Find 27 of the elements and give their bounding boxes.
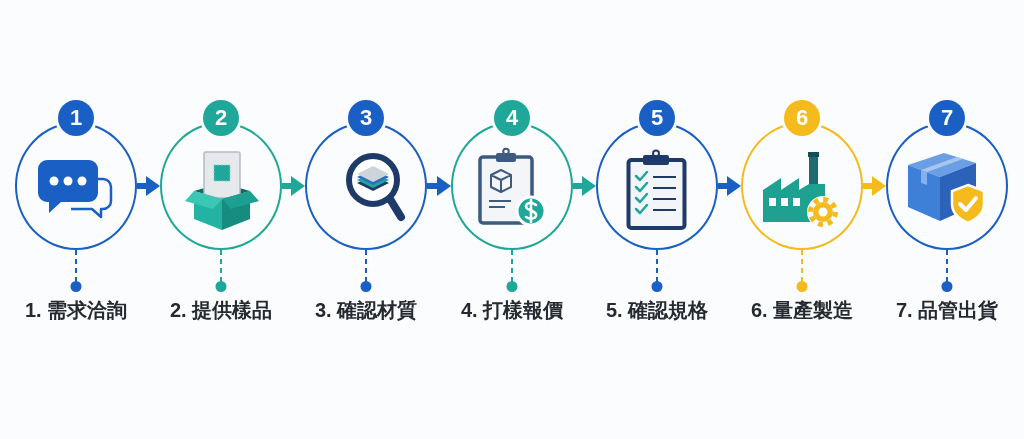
number-badge: 6 <box>784 100 820 136</box>
step-label: 3. 確認材質 <box>314 292 418 328</box>
arrow <box>427 176 451 196</box>
step-label: 5. 確認規格 <box>605 292 709 328</box>
number-badge: 4 <box>494 100 530 136</box>
leader-line <box>70 249 82 293</box>
leader-line <box>506 249 518 293</box>
step-label: 6. 量產製造 <box>750 292 854 328</box>
step-label: 7. 品管出貨 <box>895 292 999 328</box>
arrow <box>573 176 596 196</box>
leader-line <box>651 249 663 293</box>
step-label: 2. 提供樣品 <box>169 292 273 328</box>
arrow <box>137 176 160 196</box>
step-label: 1. 需求洽詢 <box>24 292 128 328</box>
number-badge: 1 <box>58 100 94 136</box>
number-badge: 2 <box>203 100 239 136</box>
number-badge: 5 <box>639 100 675 136</box>
arrow <box>282 176 305 196</box>
number-badge: 7 <box>929 100 965 136</box>
arrow <box>718 176 741 196</box>
leader-line <box>796 249 808 293</box>
number-badge: 3 <box>348 100 384 136</box>
leader-line <box>360 249 372 293</box>
step-label: 4. 打樣報價 <box>460 292 564 328</box>
leader-line <box>215 249 227 293</box>
arrow <box>863 176 886 196</box>
leader-line <box>941 249 953 293</box>
